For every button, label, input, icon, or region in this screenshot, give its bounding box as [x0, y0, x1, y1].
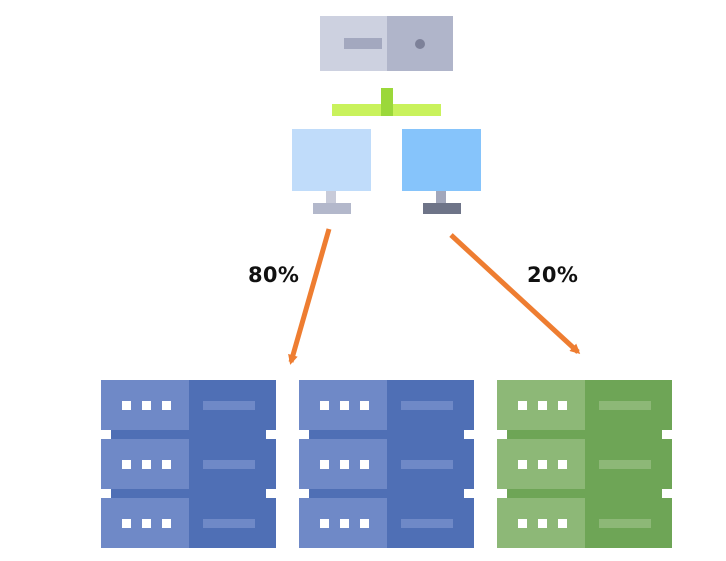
indicator-light	[122, 460, 131, 469]
drive-slot	[203, 401, 255, 410]
monitor-icon-blue	[402, 129, 481, 214]
drive-slot	[599, 519, 651, 528]
indicator-light	[122, 401, 131, 410]
load-balancer-server-icon	[320, 16, 453, 71]
rack-unit	[101, 380, 276, 430]
indicator-light	[162, 519, 171, 528]
indicator-light	[320, 460, 329, 469]
drive-slot	[203, 519, 255, 528]
indicator-light	[558, 519, 567, 528]
rack-unit	[497, 439, 672, 489]
monitor-icon-light	[292, 129, 371, 214]
indicator-light	[538, 519, 547, 528]
split-label-80: 80%	[248, 263, 300, 287]
indicator-light	[360, 401, 369, 410]
network-connector-icon	[332, 88, 441, 116]
indicator-light	[340, 460, 349, 469]
drive-slot	[401, 460, 453, 469]
indicator-light	[538, 460, 547, 469]
indicator-light	[518, 519, 527, 528]
indicator-light	[142, 460, 151, 469]
indicator-light	[360, 460, 369, 469]
indicator-light	[340, 519, 349, 528]
server-racks	[101, 380, 672, 548]
drive-slot	[401, 401, 453, 410]
server-rack-icon-blue	[101, 380, 276, 548]
drive-slot	[599, 460, 651, 469]
indicator-light	[142, 519, 151, 528]
indicator-light	[162, 401, 171, 410]
indicator-light	[162, 460, 171, 469]
rack-unit	[299, 380, 474, 430]
indicator-light	[518, 460, 527, 469]
drive-slot	[401, 519, 453, 528]
indicator-light	[320, 519, 329, 528]
indicator-light	[518, 401, 527, 410]
drive-slot	[599, 401, 651, 410]
indicator-light	[142, 401, 151, 410]
indicator-light	[538, 401, 547, 410]
rack-unit	[299, 498, 474, 548]
indicator-light	[558, 401, 567, 410]
indicator-light	[340, 401, 349, 410]
server-rack-icon-green	[497, 380, 672, 548]
rack-unit	[497, 380, 672, 430]
indicator-light	[558, 460, 567, 469]
server-rack-icon-blue	[299, 380, 474, 548]
rack-unit	[299, 439, 474, 489]
split-label-20: 20%	[527, 263, 579, 287]
indicator-light	[320, 401, 329, 410]
arrow-to-green-rack	[449, 233, 581, 355]
arrow-to-blue-racks	[288, 228, 332, 365]
indicator-light	[122, 519, 131, 528]
drive-slot	[203, 460, 255, 469]
indicator-light	[360, 519, 369, 528]
rack-unit	[497, 498, 672, 548]
rack-unit	[101, 439, 276, 489]
rack-unit	[101, 498, 276, 548]
